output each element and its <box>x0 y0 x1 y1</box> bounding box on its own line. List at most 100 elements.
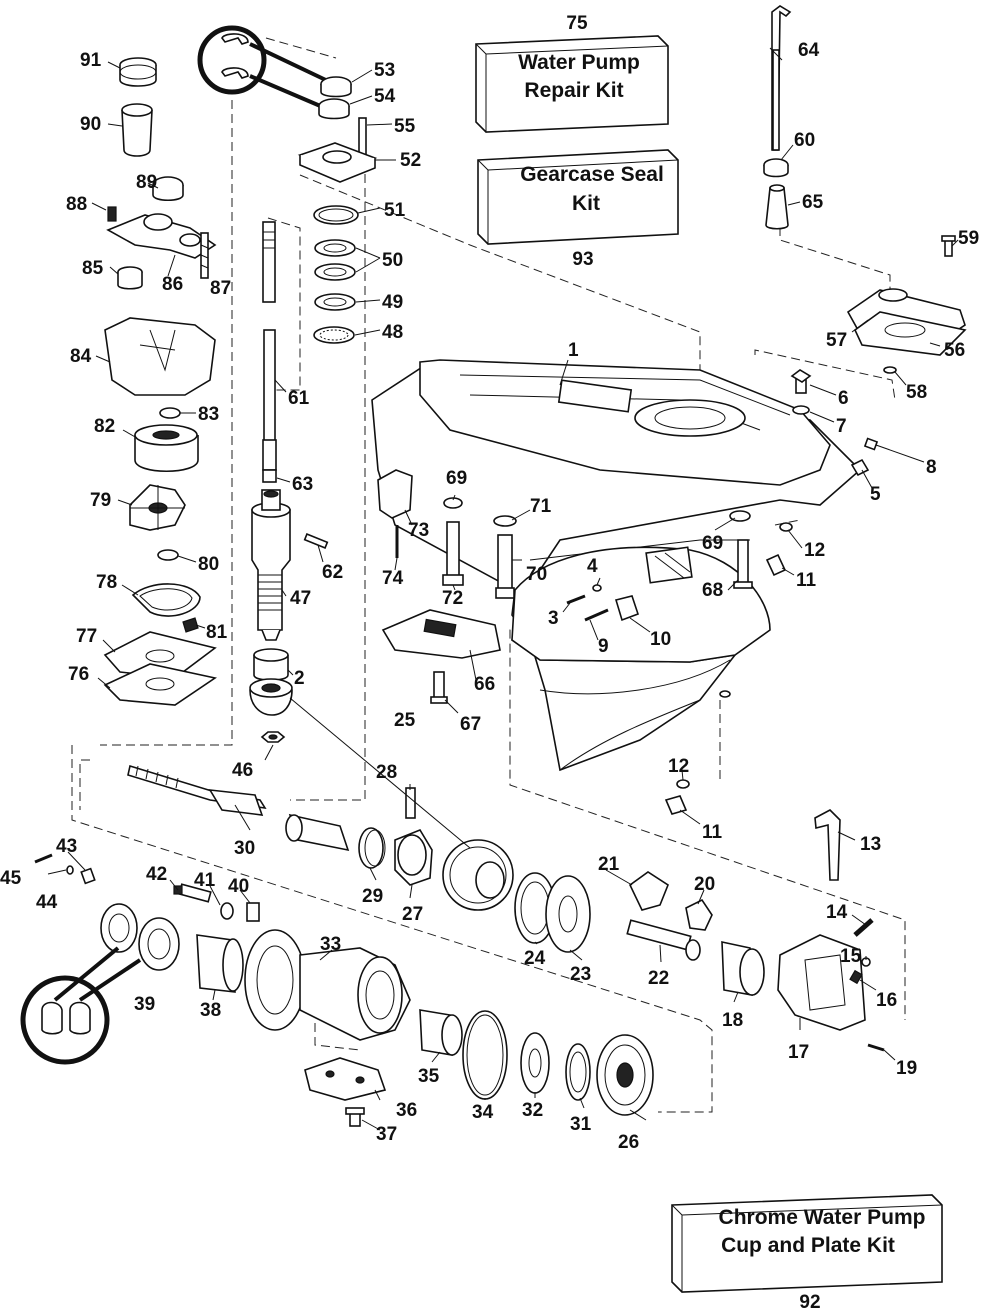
leader-lines <box>47 47 959 1131</box>
water-pump-kit-label-line1: Water Pump <box>518 51 640 74</box>
callout-77: 77 <box>76 626 97 647</box>
callout-54: 54 <box>374 86 396 107</box>
chrome-kit-label-line2: Cup and Plate Kit <box>721 1234 895 1257</box>
callout-10: 10 <box>650 629 671 650</box>
callout-24: 24 <box>524 948 546 969</box>
callout-39: 39 <box>134 994 155 1015</box>
callout-91: 91 <box>80 50 102 71</box>
callout-89: 89 <box>136 172 157 193</box>
callout-50: 50 <box>382 250 403 271</box>
callout-12-lower: 12 <box>668 756 689 777</box>
callout-11-upper: 11 <box>796 570 817 591</box>
water-pump-kit-number: 75 <box>566 13 588 34</box>
callout-14: 14 <box>826 902 848 923</box>
callout-56: 56 <box>944 340 965 361</box>
callout-58: 58 <box>906 382 927 403</box>
callout-79: 79 <box>90 490 111 511</box>
callout-51: 51 <box>384 200 406 221</box>
callout-48: 48 <box>382 322 403 343</box>
callout-44: 44 <box>36 892 58 913</box>
seal-detail-circle-bottom <box>20 946 142 1065</box>
chrome-kit-label-line1: Chrome Water Pump <box>719 1206 926 1229</box>
callout-65: 65 <box>802 192 824 213</box>
callout-52: 52 <box>400 150 421 171</box>
callout-19: 19 <box>896 1058 917 1079</box>
callout-21: 21 <box>598 854 620 875</box>
chrome-water-pump-kit-box: Chrome Water Pump Cup and Plate Kit 92 <box>671 1194 943 1313</box>
callout-61: 61 <box>288 388 310 409</box>
callout-63: 63 <box>292 474 313 495</box>
callout-62: 62 <box>322 562 343 583</box>
callout-30: 30 <box>234 838 255 859</box>
callout-34: 34 <box>472 1102 494 1123</box>
callout-12-upper: 12 <box>804 540 825 561</box>
callout-36: 36 <box>396 1100 417 1121</box>
gearcase-seal-kit-box: Gearcase Seal Kit 93 <box>477 149 679 270</box>
callout-7: 7 <box>836 416 847 437</box>
callout-81: 81 <box>206 622 228 643</box>
callout-57: 57 <box>826 330 847 351</box>
callout-27: 27 <box>402 904 423 925</box>
callout-80: 80 <box>198 554 219 575</box>
callout-37: 37 <box>376 1124 397 1145</box>
pump-parts-left <box>103 57 218 706</box>
callout-18: 18 <box>722 1010 743 1031</box>
callout-76: 76 <box>68 664 89 685</box>
callout-15: 15 <box>840 946 862 967</box>
callout-2: 2 <box>294 668 305 689</box>
callout-69-right: 69 <box>702 533 723 554</box>
callout-43: 43 <box>56 836 77 857</box>
callout-33: 33 <box>320 934 341 955</box>
callout-72: 72 <box>442 588 463 609</box>
callout-71: 71 <box>530 496 552 517</box>
callout-45: 45 <box>0 868 22 889</box>
callout-66: 66 <box>474 674 495 695</box>
callout-13: 13 <box>860 834 881 855</box>
callout-35: 35 <box>418 1066 440 1087</box>
gearcase-housing <box>371 359 862 772</box>
callout-84: 84 <box>70 346 92 367</box>
gearcase-seal-kit-number: 93 <box>572 249 593 270</box>
callout-3: 3 <box>548 608 559 629</box>
callout-55: 55 <box>394 116 416 137</box>
chrome-kit-number: 92 <box>799 1292 820 1313</box>
callout-6: 6 <box>838 388 849 409</box>
callout-85: 85 <box>82 258 104 279</box>
callout-88: 88 <box>66 194 87 215</box>
callout-78: 78 <box>96 572 117 593</box>
callout-23: 23 <box>570 964 591 985</box>
callout-8: 8 <box>926 457 937 478</box>
callout-41: 41 <box>194 870 216 891</box>
callout-82: 82 <box>94 416 115 437</box>
water-pump-repair-kit-box: Water Pump Repair Kit 75 <box>475 13 669 133</box>
callout-83: 83 <box>198 404 219 425</box>
callout-74: 74 <box>382 568 404 589</box>
callout-20: 20 <box>694 874 715 895</box>
callout-73: 73 <box>408 520 429 541</box>
callout-49: 49 <box>382 292 403 313</box>
callout-40: 40 <box>228 876 249 897</box>
callout-69-left: 69 <box>446 468 467 489</box>
gearcase-seal-kit-label-line1: Gearcase Seal <box>520 163 664 186</box>
callout-46: 46 <box>232 760 253 781</box>
callout-22: 22 <box>648 968 669 989</box>
callout-29: 29 <box>362 886 383 907</box>
callout-28: 28 <box>376 762 397 783</box>
callout-38: 38 <box>200 1000 221 1021</box>
callout-70: 70 <box>526 564 547 585</box>
housing-accessories <box>377 369 879 815</box>
callout-31: 31 <box>570 1114 592 1135</box>
callout-60: 60 <box>794 130 815 151</box>
callout-68: 68 <box>702 580 723 601</box>
gearcase-seal-kit-label-line2: Kit <box>572 192 600 215</box>
callout-5: 5 <box>870 484 881 505</box>
callout-1: 1 <box>568 340 579 361</box>
callout-59: 59 <box>958 228 979 249</box>
callout-4: 4 <box>587 556 598 577</box>
callout-87: 87 <box>210 278 231 299</box>
prop-shaft-assembly <box>127 764 885 1052</box>
callout-11-lower: 11 <box>702 822 723 843</box>
water-pump-kit-label-line2: Repair Kit <box>524 79 623 102</box>
callout-17: 17 <box>788 1042 809 1063</box>
